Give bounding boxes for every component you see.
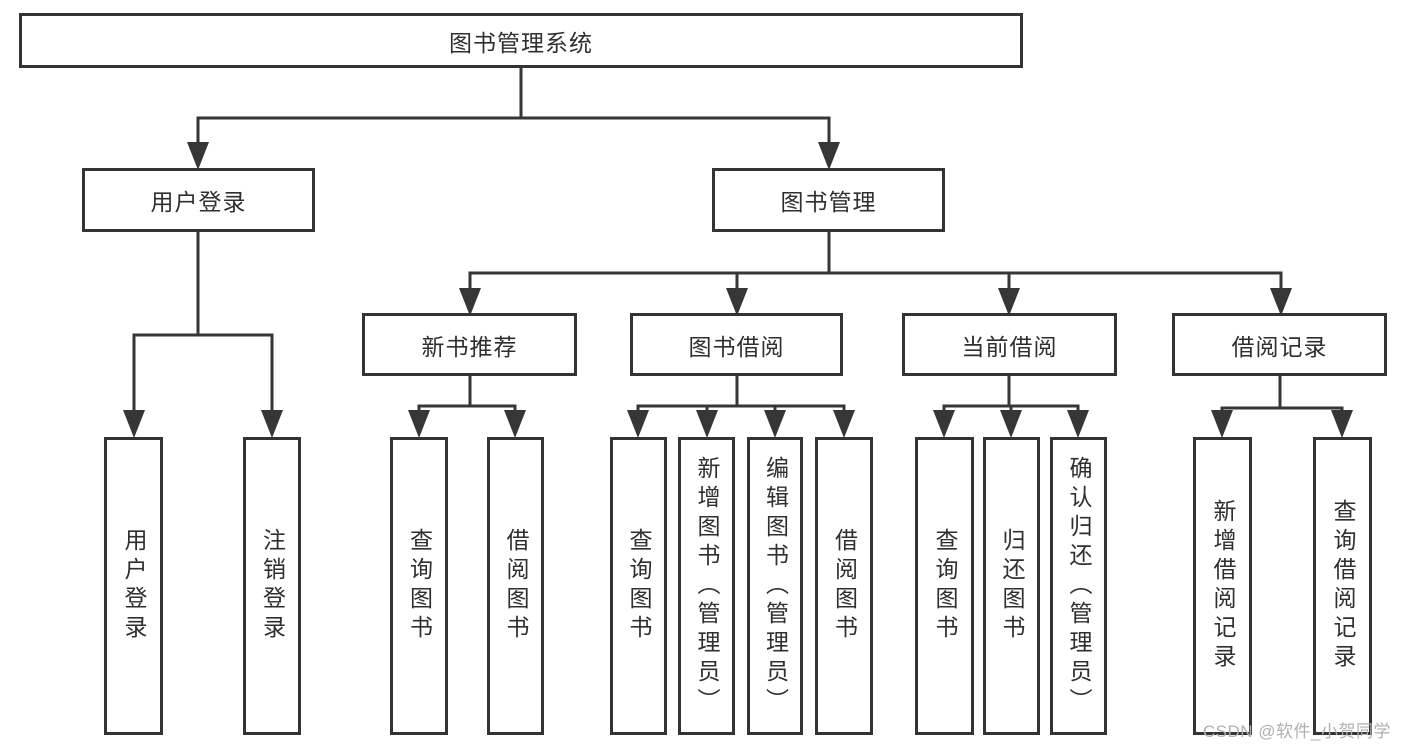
leaf-bb-query-books-label: 查询图书 (626, 528, 652, 644)
leaf-br-query-record-label: 查询借阅记录 (1330, 499, 1356, 673)
node-new-book-recommend: 新书推荐 (362, 313, 577, 376)
leaf-rec-query-books: 查询图书 (390, 437, 448, 735)
leaf-cb-query-books-label: 查询图书 (932, 528, 958, 644)
leaf-rec-borrow-books: 借阅图书 (487, 437, 544, 735)
leaf-user-login-label: 用户登录 (121, 528, 147, 644)
leaf-logout-label: 注销登录 (259, 528, 286, 644)
leaf-bb-query-books: 查询图书 (610, 437, 667, 735)
node-user-login-label: 用户登录 (150, 189, 247, 215)
leaf-br-add-record: 新增借阅记录 (1193, 437, 1252, 735)
leaf-user-login: 用户登录 (104, 437, 163, 735)
leaf-logout: 注销登录 (243, 437, 301, 735)
node-book-borrowing-label: 图书借阅 (688, 333, 785, 360)
leaf-br-query-record: 查询借阅记录 (1313, 437, 1372, 735)
node-new-book-recommend-label: 新书推荐 (421, 333, 518, 360)
watermark: CSDN @软件_小贺同学 (1202, 722, 1391, 741)
leaf-rec-borrow-books-label: 借阅图书 (503, 528, 529, 644)
leaf-cb-return-books-label: 归还图书 (999, 528, 1025, 644)
node-book-management: 图书管理 (712, 168, 945, 232)
node-current-borrowing-label: 当前借阅 (961, 333, 1058, 360)
leaf-bb-add-books-admin: 新增图书（管理员） (678, 437, 735, 735)
node-current-borrowing: 当前借阅 (902, 313, 1117, 376)
leaf-rec-query-books-label: 查询图书 (406, 528, 433, 644)
leaf-bb-add-books-admin-label: 新增图书（管理员） (694, 455, 720, 717)
leaf-cb-confirm-return-admin-label: 确认归还（管理员） (1066, 455, 1092, 717)
node-book-management-label: 图书管理 (780, 189, 877, 215)
node-root: 图书管理系统 (19, 13, 1023, 68)
node-user-login: 用户登录 (82, 168, 315, 232)
node-root-label: 图书管理系统 (449, 29, 593, 56)
node-borrow-records: 借阅记录 (1172, 313, 1387, 376)
leaf-cb-return-books: 归还图书 (983, 437, 1040, 735)
leaf-bb-edit-books-admin-label: 编辑图书（管理员） (762, 455, 789, 717)
node-book-borrowing: 图书借阅 (630, 313, 843, 376)
node-borrow-records-label: 借阅记录 (1231, 333, 1328, 360)
leaf-cb-confirm-return-admin: 确认归还（管理员） (1050, 437, 1107, 735)
leaf-cb-query-books: 查询图书 (915, 437, 974, 735)
leaf-bb-borrow-books: 借阅图书 (815, 437, 873, 735)
leaf-br-add-record-label: 新增借阅记录 (1210, 499, 1236, 673)
leaf-bb-borrow-books-label: 借阅图书 (831, 528, 858, 644)
leaf-bb-edit-books-admin: 编辑图书（管理员） (747, 437, 803, 735)
